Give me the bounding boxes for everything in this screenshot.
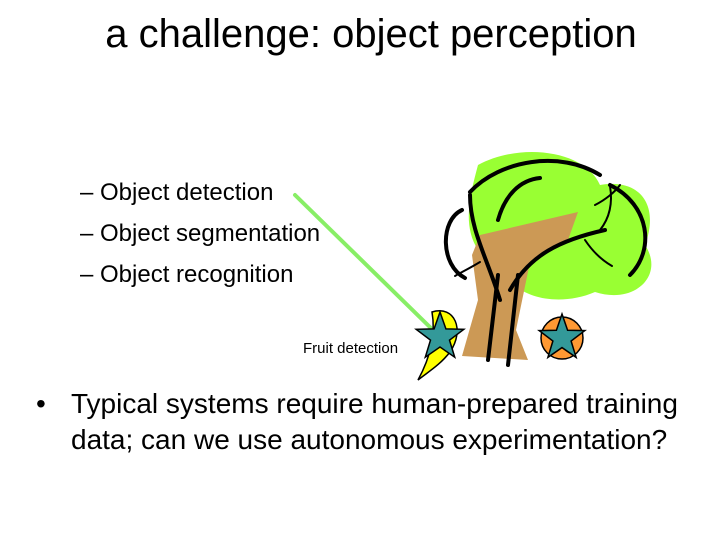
tree-trunk-line [506,273,520,367]
star-icon [537,311,587,360]
tree-twig [594,184,621,206]
tree-twig [584,239,613,267]
slide-title: a challenge: object perception [105,12,637,56]
fruit-detection-caption: Fruit detection [303,340,399,357]
sub-bullet-item: – Object detection [80,179,274,206]
tree-twig [599,185,612,231]
star-icon [414,309,466,360]
main-bullet-text: Typical systems require human-prepared t… [71,388,678,455]
tree-twig [454,261,481,277]
tree-outline-right [608,183,648,277]
main-bullet: • Typical systems require human-prepared… [36,386,696,458]
tree-outline-left [443,208,467,280]
bullet-marker: • [36,388,46,419]
tree-outline-inner [496,176,542,222]
tree-outline-crown [468,158,602,194]
tree-trunk-line [486,273,500,362]
sub-bullet-list: – Object detection – Object segmentation… [80,172,320,295]
pointer-line [293,193,440,337]
sub-bullet-item: – Object recognition [80,261,294,288]
sub-bullet-item: – Object segmentation [80,220,321,247]
